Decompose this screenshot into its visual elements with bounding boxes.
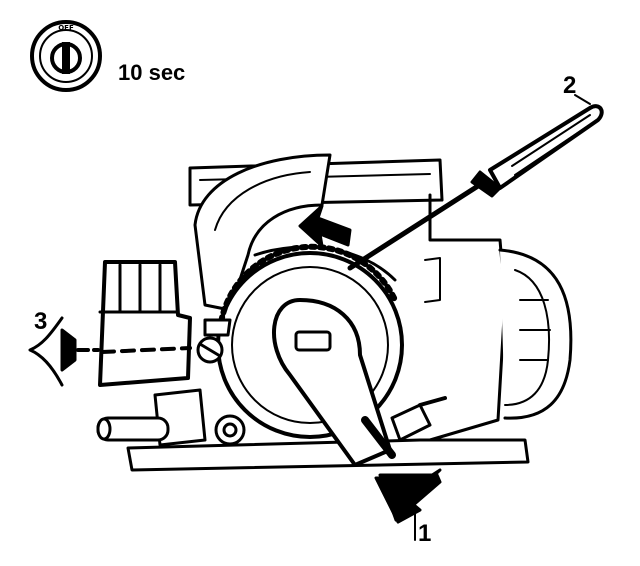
cam-shroud: [193, 153, 332, 312]
duration-label: 10 sec: [118, 60, 186, 85]
ignition-key-off-icon: [30, 20, 102, 92]
ignition-switch-label: OFF: [58, 24, 74, 32]
eye-icon: [28, 316, 100, 387]
callout-1: 1: [418, 520, 432, 547]
callout-2: 2: [563, 72, 577, 99]
screwdriver-icon: [347, 104, 604, 271]
vacuum-tube: [96, 416, 170, 442]
leader-line-2: [574, 94, 591, 105]
callout-3: 3: [34, 308, 48, 335]
stop-screw: [390, 396, 447, 442]
idle-adjust-screw: [196, 318, 232, 364]
rotation-arrow-icon: [298, 204, 352, 248]
push-arrow-icon: [374, 468, 442, 541]
sensor-connector: [98, 260, 192, 387]
throttle-lever: [272, 298, 396, 467]
